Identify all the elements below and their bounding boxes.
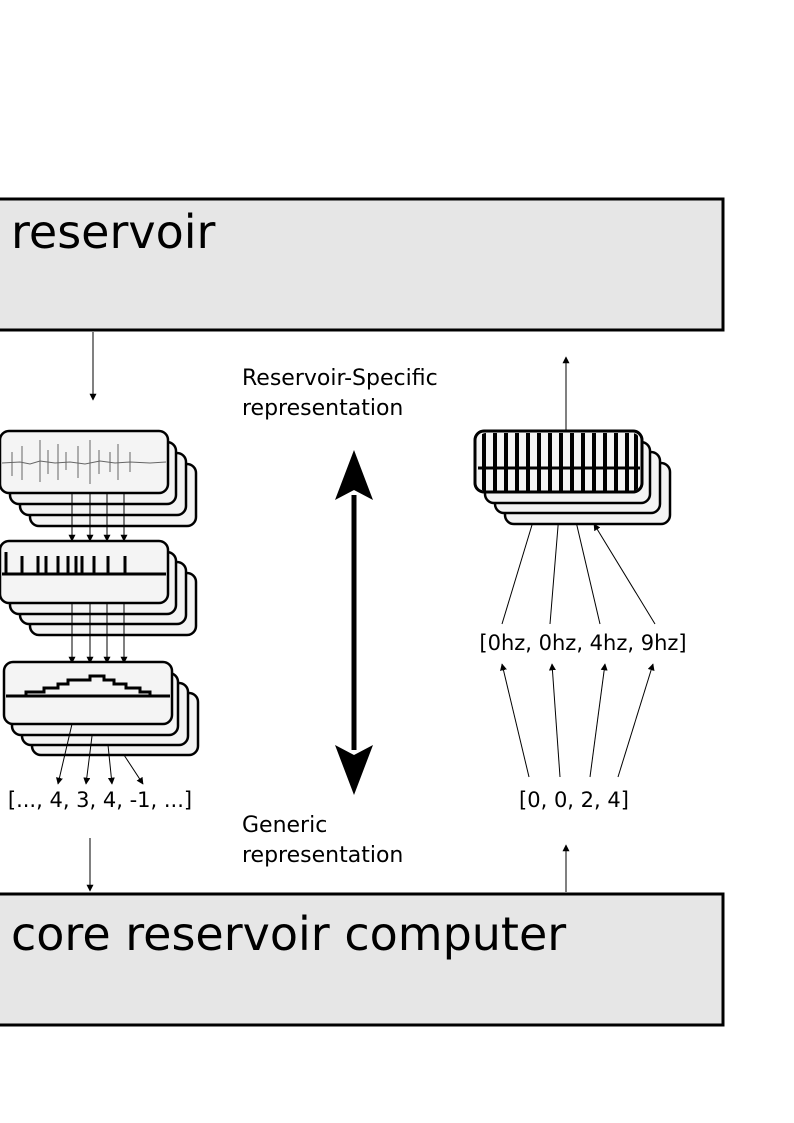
histogram-stack [2,660,200,757]
output-vector-label: [..., 4, 3, 4, -1, ...] [8,788,192,812]
double-arrow-icon [335,450,373,795]
raw-signal-stack [0,429,198,528]
spikes-to-histogram-arrows [68,604,128,664]
core-reservoir-computer-box [0,892,725,1027]
raw-signal-card [0,429,170,495]
generic-label-2: representation [242,843,403,868]
histogram-card [2,660,174,726]
spike-train-stack [0,539,198,637]
reservoir-label: reservoir [11,205,216,259]
core-reservoir-computer-label: core reservoir computer [11,907,566,961]
pulse-bars [482,433,638,468]
histogram-to-vector-arrows [56,723,144,785]
generic-label: Generic [242,813,327,838]
signal-to-spikes-arrows [68,494,128,542]
reservoir-specific-label: Reservoir-Specific [242,366,438,391]
reservoir-box [0,197,725,332]
spike-train-card [0,539,170,605]
input-vector-label: [0, 0, 2, 4] [519,788,629,812]
pulse-train-stack [473,429,672,526]
input-to-rates-arrows [500,663,655,778]
rates-vector-label: [0hz, 0hz, 4hz, 9hz] [479,631,686,655]
reservoir-specific-label-2: representation [242,396,403,421]
